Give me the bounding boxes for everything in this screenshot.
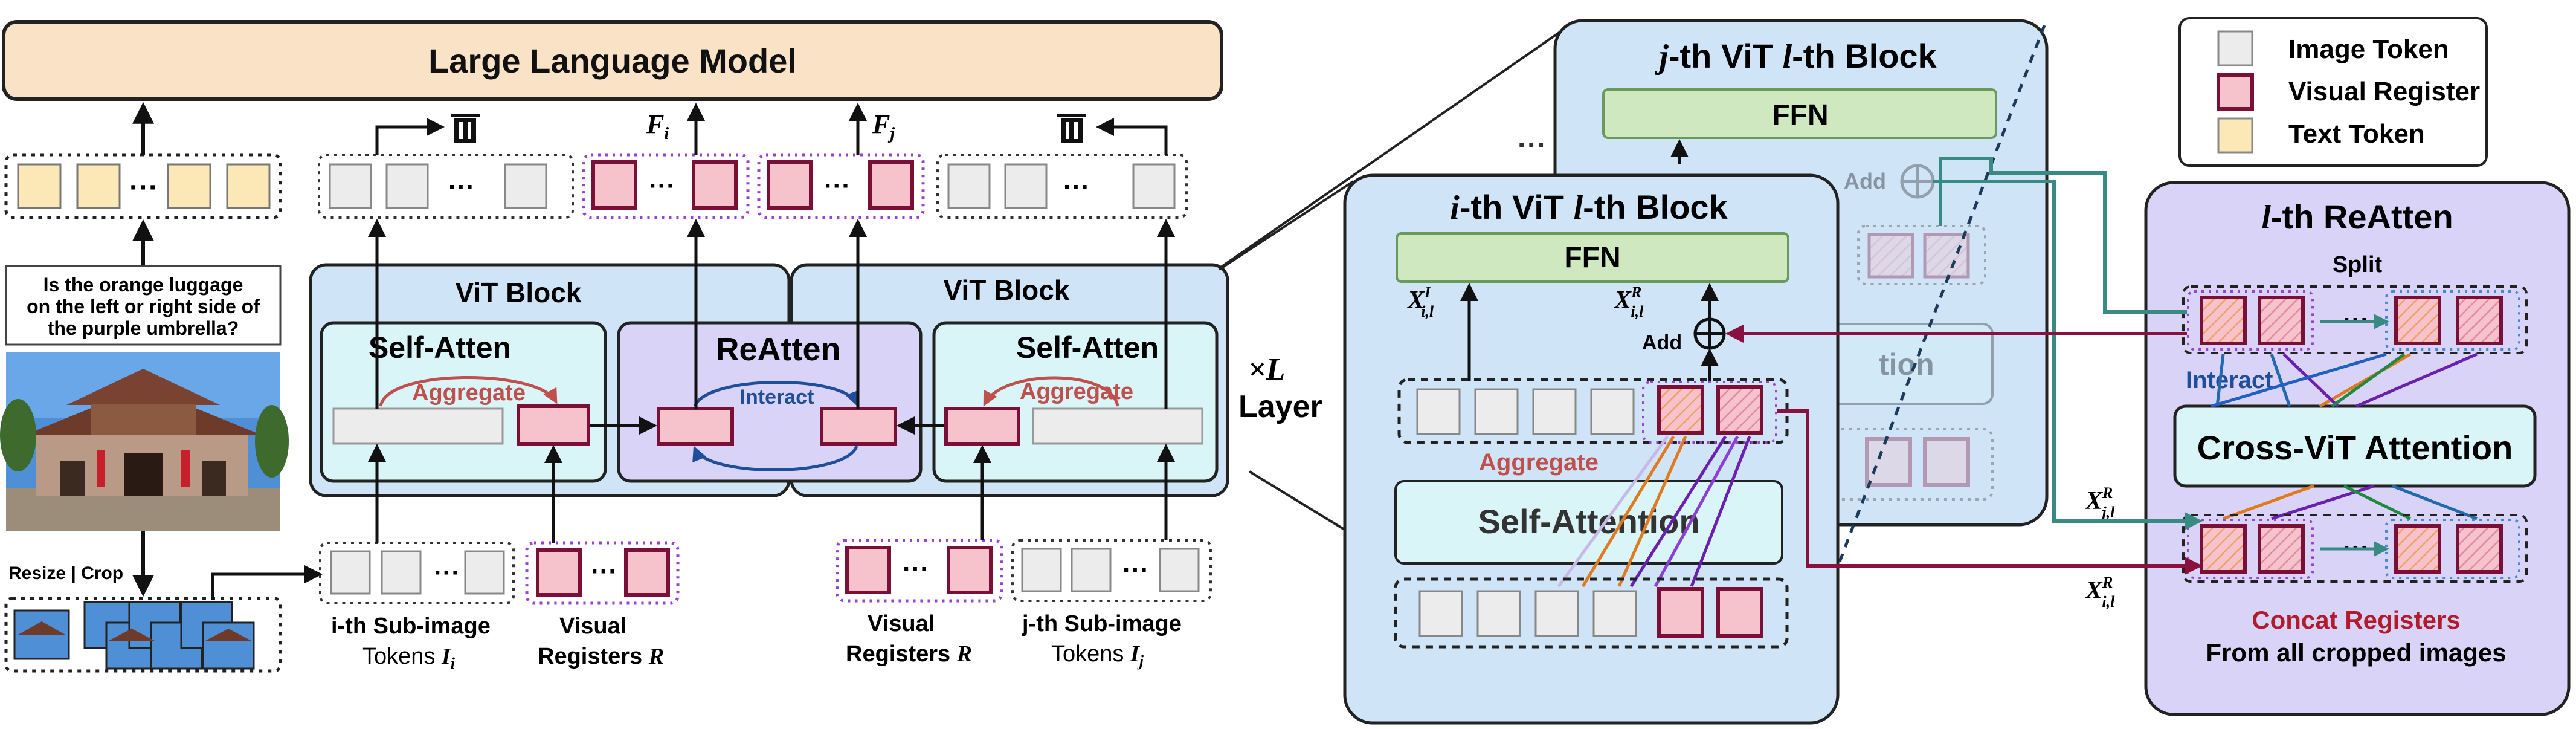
question-line-3: the purple umbrella? bbox=[48, 317, 239, 339]
svg-text:···: ··· bbox=[434, 558, 460, 588]
svg-text:···: ··· bbox=[903, 554, 929, 584]
visual-registers-i: ··· bbox=[525, 541, 680, 605]
svg-text:Cross-ViT Attention: Cross-ViT Attention bbox=[2197, 429, 2513, 467]
visual-registers-j: ··· bbox=[836, 539, 1003, 603]
times-l-label: ×L bbox=[1248, 352, 1285, 387]
aggregate-fan bbox=[1557, 435, 1751, 588]
jth-ffn bbox=[1602, 88, 1997, 139]
jth-block-title: j-th ViT l-th Block bbox=[1654, 37, 1937, 76]
registers-label-j: Registers R bbox=[846, 641, 972, 667]
legend-visual-register: Visual Register bbox=[2288, 77, 2480, 106]
svg-text:FFN: FFN bbox=[1564, 242, 1620, 274]
svg-text:Self-Atten: Self-Atten bbox=[369, 331, 511, 364]
trash-icon-i bbox=[451, 114, 480, 143]
vit-block-i-label: ViT Block bbox=[456, 277, 582, 308]
ith-ffn bbox=[1396, 232, 1789, 283]
svg-text:···: ··· bbox=[1063, 172, 1090, 202]
resize-crop-label: Resize | Crop bbox=[8, 563, 123, 583]
j-subimage-tokens: ··· bbox=[1011, 539, 1212, 602]
from-all-cropped-label: From all cropped images bbox=[2206, 638, 2506, 667]
legend-box bbox=[2178, 17, 2488, 167]
cropped-images bbox=[4, 597, 282, 673]
j-tokens-label-2: Tokens Ij bbox=[1051, 641, 1144, 670]
cross-attention-arrows bbox=[2211, 352, 2478, 408]
svg-text:FFN: FFN bbox=[1772, 99, 1828, 131]
add-label: Add bbox=[1642, 331, 1682, 354]
legend-text-token: Text Token bbox=[2288, 119, 2425, 149]
output-register-i: ··· bbox=[582, 153, 750, 219]
svg-text:···: ··· bbox=[448, 172, 475, 202]
svg-text:···: ··· bbox=[1122, 556, 1149, 585]
ith-block-title: i-th ViT l-th Block bbox=[1450, 188, 1728, 227]
i-tokens-label-2: Tokens Ii bbox=[362, 644, 456, 672]
svg-text:Self-Attention: Self-Attention bbox=[1478, 502, 1699, 540]
concat-registers-label: Concat Registers bbox=[2252, 606, 2460, 634]
registers-label-i: Registers R bbox=[538, 644, 664, 669]
svg-text:···: ··· bbox=[649, 171, 675, 201]
svg-text:···: ··· bbox=[129, 172, 158, 204]
svg-text:ReAtten: ReAtten bbox=[715, 331, 840, 368]
legend-image-token: Image Token bbox=[2288, 34, 2449, 64]
svg-text:···: ··· bbox=[1518, 129, 1547, 161]
i-tokens-label-1: i-th Sub-image bbox=[331, 614, 491, 639]
svg-text:tion: tion bbox=[1879, 348, 1934, 381]
j-tokens-label-1: j-th Sub-image bbox=[1022, 611, 1182, 637]
llm-box bbox=[2, 20, 1223, 101]
llm-title: Large Language Model bbox=[428, 42, 797, 80]
layer-label: Layer bbox=[1238, 389, 1322, 424]
feature-fj: Fj bbox=[872, 109, 895, 143]
output-j-tokens: ··· bbox=[936, 154, 1188, 219]
trash-icon-j bbox=[1057, 114, 1086, 143]
reatten-panel-title: l-th ReAtten bbox=[2261, 198, 2453, 236]
concat-arrows bbox=[2223, 484, 2478, 520]
question-box bbox=[5, 265, 282, 346]
jth-ghost-internals: Add tion bbox=[1816, 164, 1994, 501]
svg-text:Self-Atten: Self-Atten bbox=[1016, 331, 1159, 364]
i-subimage-tokens: ··· bbox=[319, 542, 515, 604]
cross-vit-attention-box bbox=[2173, 404, 2537, 488]
svg-text:Aggregate: Aggregate bbox=[1020, 379, 1133, 404]
split-label: Split bbox=[2333, 252, 2383, 277]
svg-text:Interact: Interact bbox=[740, 386, 814, 409]
output-register-j: ··· bbox=[757, 153, 925, 219]
feature-fi: Fi bbox=[646, 109, 669, 143]
question-line-2: on the left or right side of bbox=[27, 296, 260, 317]
svg-text:Aggregate: Aggregate bbox=[412, 380, 526, 406]
svg-text:···: ··· bbox=[824, 171, 851, 201]
input-photo bbox=[0, 352, 289, 531]
visual-label-i: Visual bbox=[559, 614, 626, 639]
vit-block-j-label: ViT Block bbox=[944, 274, 1070, 306]
visual-label-j: Visual bbox=[868, 611, 935, 637]
aggregate-label: Aggregate bbox=[1479, 449, 1599, 476]
interact-label: Interact bbox=[2186, 367, 2273, 394]
svg-text:···: ··· bbox=[591, 557, 617, 586]
output-i-tokens: ··· bbox=[318, 154, 574, 219]
text-token-group: ··· bbox=[4, 153, 282, 219]
svg-text:Add: Add bbox=[1844, 169, 1886, 193]
question-line-1: Is the orange luggage bbox=[43, 274, 243, 296]
